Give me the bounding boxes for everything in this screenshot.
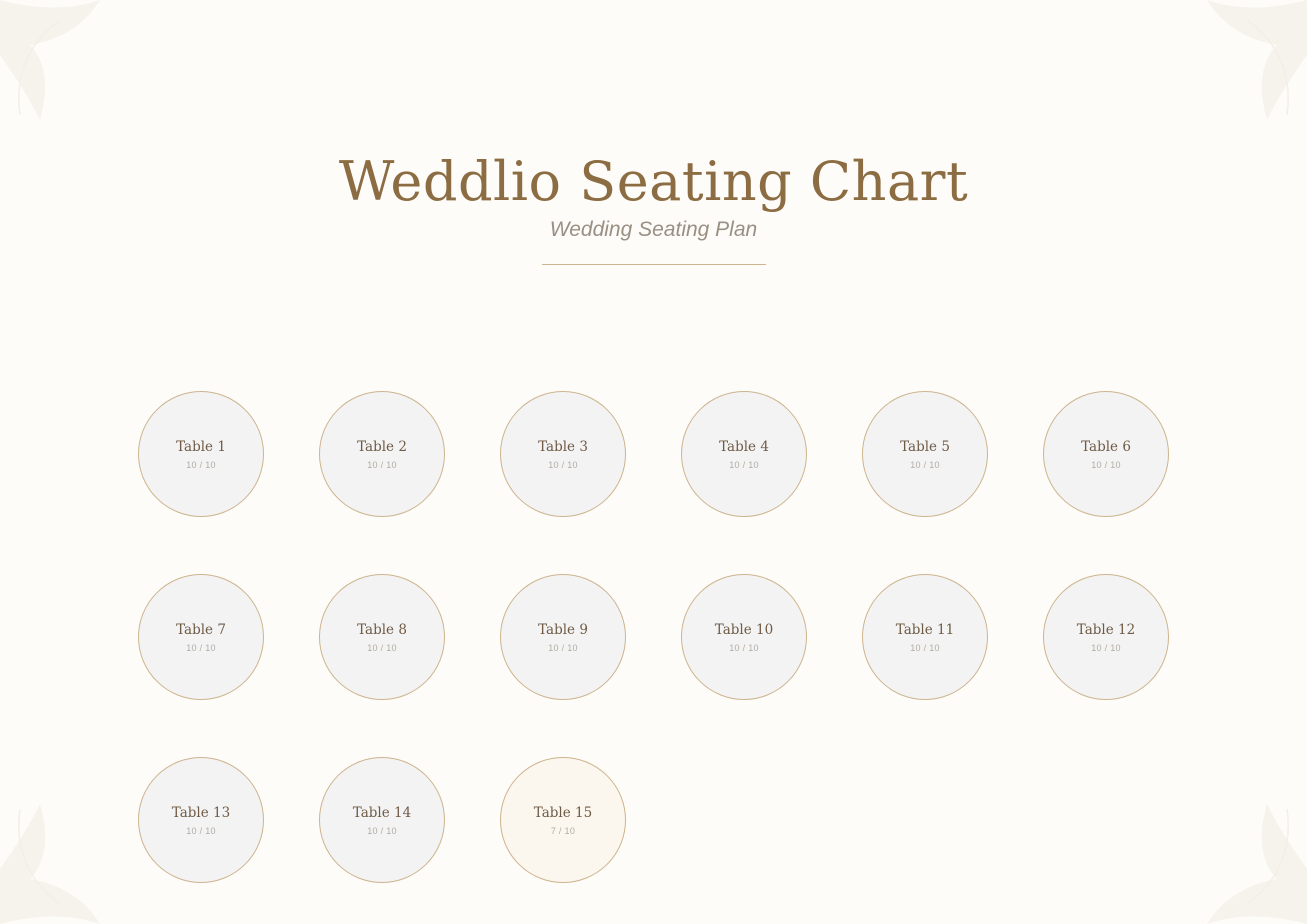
- table-name: Table 3: [538, 438, 588, 455]
- page-title: Weddlio Seating Chart: [338, 150, 969, 213]
- table-seat-count: 10 / 10: [367, 825, 397, 836]
- table-name: Table 8: [357, 621, 407, 638]
- table-name: Table 1: [176, 438, 226, 455]
- page-header: Weddlio Seating Chart Wedding Seating Pl…: [0, 146, 1307, 265]
- table-seat-count: 10 / 10: [186, 459, 216, 470]
- table-seat-count: 7 / 10: [550, 825, 576, 836]
- table-card[interactable]: Table 5 10 / 10: [862, 391, 988, 517]
- table-card[interactable]: Table 11 10 / 10: [862, 574, 988, 700]
- table-seat-count: 10 / 10: [186, 825, 216, 836]
- floral-corner-icon: [0, 804, 100, 924]
- table-card[interactable]: Table 7 10 / 10: [138, 574, 264, 700]
- table-card[interactable]: Table 9 10 / 10: [500, 574, 626, 700]
- table-card[interactable]: Table 1 10 / 10: [138, 391, 264, 517]
- table-seat-count: 10 / 10: [729, 642, 759, 653]
- table-name: Table 15: [533, 804, 593, 821]
- table-seat-count: 10 / 10: [910, 642, 940, 653]
- table-card[interactable]: Table 15 7 / 10: [500, 757, 626, 883]
- table-seat-count: 10 / 10: [367, 642, 397, 653]
- table-card[interactable]: Table 2 10 / 10: [319, 391, 445, 517]
- table-name: Table 9: [538, 621, 588, 638]
- table-seat-count: 10 / 10: [186, 642, 216, 653]
- table-seat-count: 10 / 10: [729, 459, 759, 470]
- floral-corner-icon: [0, 0, 100, 120]
- table-name: Table 10: [714, 621, 774, 638]
- table-card[interactable]: Table 13 10 / 10: [138, 757, 264, 883]
- tables-grid: Table 1 10 / 10 Table 2 10 / 10 Table 3 …: [138, 391, 1178, 883]
- table-seat-count: 10 / 10: [548, 459, 578, 470]
- table-seat-count: 10 / 10: [1091, 642, 1121, 653]
- header-divider: [541, 264, 766, 265]
- table-card[interactable]: Table 14 10 / 10: [319, 757, 445, 883]
- table-card[interactable]: Table 10 10 / 10: [681, 574, 807, 700]
- table-card[interactable]: Table 4 10 / 10: [681, 391, 807, 517]
- floral-corner-icon: [1207, 0, 1307, 120]
- table-name: Table 11: [895, 621, 955, 638]
- table-card[interactable]: Table 8 10 / 10: [319, 574, 445, 700]
- table-card[interactable]: Table 6 10 / 10: [1043, 391, 1169, 517]
- table-name: Table 4: [719, 438, 769, 455]
- table-seat-count: 10 / 10: [910, 459, 940, 470]
- table-card[interactable]: Table 3 10 / 10: [500, 391, 626, 517]
- table-seat-count: 10 / 10: [1091, 459, 1121, 470]
- table-name: Table 6: [1081, 438, 1131, 455]
- table-name: Table 14: [352, 804, 412, 821]
- table-name: Table 13: [171, 804, 231, 821]
- floral-corner-icon: [1207, 804, 1307, 924]
- table-seat-count: 10 / 10: [367, 459, 397, 470]
- table-name: Table 5: [900, 438, 950, 455]
- table-card[interactable]: Table 12 10 / 10: [1043, 574, 1169, 700]
- table-name: Table 2: [357, 438, 407, 455]
- table-name: Table 7: [176, 621, 226, 638]
- page-subtitle: Wedding Seating Plan: [549, 218, 758, 241]
- table-name: Table 12: [1076, 621, 1136, 638]
- table-seat-count: 10 / 10: [548, 642, 578, 653]
